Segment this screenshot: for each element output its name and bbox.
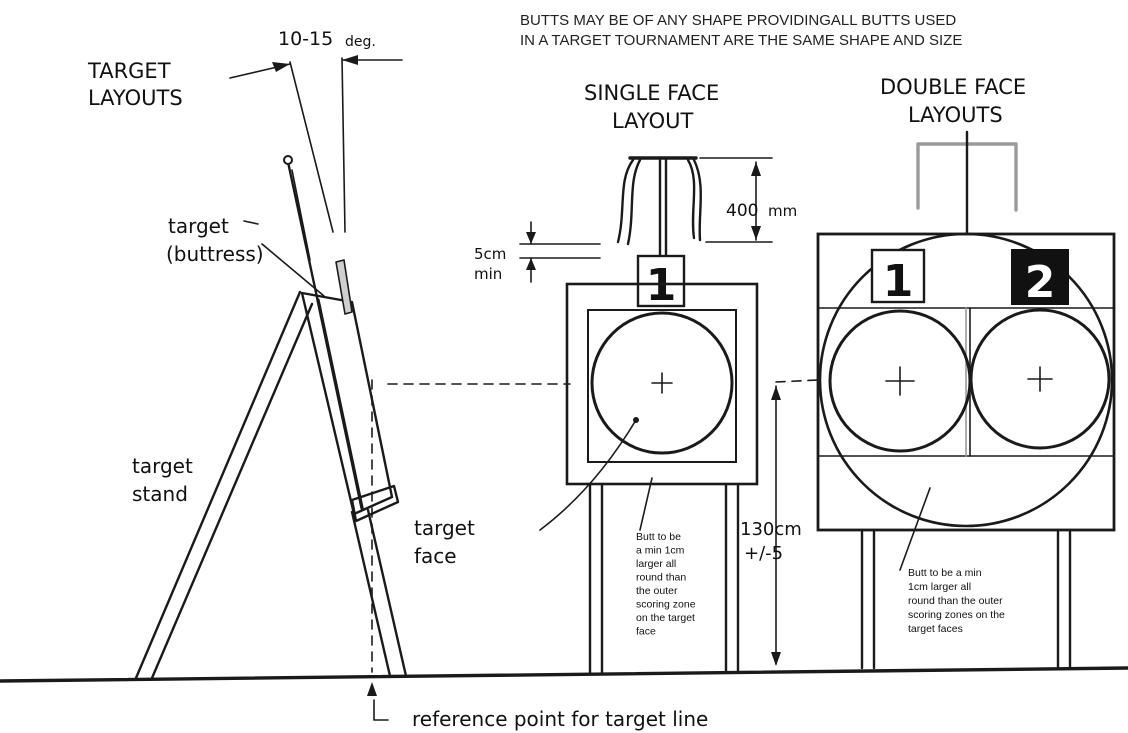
buttress-label-line2: (buttress)	[166, 242, 264, 266]
dim-400-arrow-down	[751, 226, 761, 240]
double-title-line1: DOUBLE FACE	[880, 75, 1026, 99]
angle-guide-left	[289, 61, 334, 233]
double-number-plate-2	[1011, 249, 1069, 305]
angle-guide-right	[341, 57, 346, 233]
single-note-line: scoring zone	[636, 599, 696, 611]
ground-line	[0, 666, 1128, 683]
double-number-1: 1	[883, 256, 914, 307]
single-note: Butt to be a min 1cm larger all round th…	[636, 531, 698, 638]
double-number-plate-1	[870, 248, 926, 304]
double-note-line: 1cm larger all	[908, 581, 971, 593]
single-number-plate	[636, 254, 686, 308]
reference-label: reference point for target line	[412, 707, 708, 731]
side-title-line1: TARGET	[87, 59, 171, 83]
angle-arrowhead-right	[342, 55, 358, 65]
face-label-line2: face	[414, 544, 457, 568]
stand-rear-leg-inner	[366, 508, 408, 678]
single-butt-inner	[587, 309, 737, 463]
single-note-line: face	[636, 626, 656, 638]
centre-height-dashed-right	[775, 379, 819, 383]
single-note-leader	[639, 477, 653, 531]
pole-knob	[283, 155, 293, 165]
single-face-layout: SINGLE FACE LAYOUT 400 mm 5cm min 1	[414, 81, 797, 675]
stand-label-line2: stand	[132, 482, 188, 506]
single-note-line: on the target	[636, 612, 695, 624]
double-note-line: Butt to be a min	[908, 567, 982, 579]
dim-400-value: 400	[726, 201, 758, 221]
buttress-leader-tick	[243, 220, 259, 225]
header-line1: BUTTS MAY BE OF ANY SHAPE PROVIDINGALL B…	[520, 12, 956, 29]
double-number-2: 2	[1025, 257, 1056, 308]
stand-front-leg-inner	[150, 302, 314, 680]
dim-5cm-arrow-down	[526, 232, 536, 244]
double-face-layout: BUTTS MAY BE OF ANY SHAPE PROVIDINGALL B…	[520, 12, 1116, 670]
face-leader	[539, 419, 637, 531]
face-label-line1: target	[414, 516, 475, 540]
buttress-leader	[261, 243, 325, 297]
side-view: 10-15 deg. TARGET LAYOUTS target (buttre…	[87, 28, 708, 731]
height-arrow-up	[771, 386, 781, 400]
buttress-shelf	[350, 484, 400, 523]
stand-rear-leg-outer	[350, 510, 392, 678]
buttress-block	[300, 291, 394, 516]
single-target-face	[590, 311, 734, 455]
angle-unit: deg.	[345, 34, 376, 50]
reference-hook	[373, 699, 389, 721]
double-note-line: scoring zones on the	[908, 609, 1005, 621]
target-pole	[286, 160, 320, 304]
angle-arrowhead-left	[272, 62, 290, 72]
double-outer-circle	[818, 232, 1114, 528]
height-arrow-down	[771, 652, 781, 666]
dim-5cm-line2: min	[474, 265, 502, 283]
buttress-front-face	[316, 298, 364, 510]
double-note-line: round than the outer	[908, 595, 1003, 607]
reference-arrowhead	[367, 682, 377, 696]
dim-400-arrow-up	[751, 162, 761, 176]
height-label-line2: +/-5	[744, 543, 783, 564]
single-strap-right	[686, 158, 702, 242]
angle-label: 10-15	[278, 28, 333, 50]
single-note-line: round than	[636, 572, 686, 584]
single-butt-outer	[565, 282, 759, 486]
buttress-label-line1: target	[168, 214, 229, 238]
stand-front-leg-outer	[134, 290, 302, 680]
side-title-line2: LAYOUTS	[88, 86, 183, 110]
header-line2: IN A TARGET TOURNAMENT ARE THE SAME SHAP…	[520, 32, 962, 49]
single-note-line: Butt to be	[636, 531, 681, 543]
single-strap-left	[616, 158, 642, 246]
double-note-leader	[899, 487, 931, 571]
pole-secondary	[291, 169, 311, 261]
height-label-line1: 130cm	[740, 519, 802, 540]
single-note-line: the outer	[636, 585, 678, 597]
double-title-line2: LAYOUTS	[908, 103, 1003, 127]
single-number: 1	[646, 260, 677, 311]
single-title-line1: SINGLE FACE	[584, 81, 719, 105]
number-bracket	[335, 259, 353, 315]
single-note-line: larger all	[636, 558, 676, 570]
double-face-right	[969, 308, 1111, 450]
single-note-line: a min 1cm	[636, 545, 685, 557]
double-note-line: target faces	[908, 623, 963, 635]
dim-400-unit: mm	[768, 202, 797, 220]
double-note: Butt to be a min 1cm larger all round th…	[908, 567, 1008, 635]
dim-5cm-line1: 5cm	[474, 245, 506, 263]
single-title-line2: LAYOUT	[612, 109, 693, 133]
height-dimension: 130cm +/-5	[740, 379, 819, 666]
dim-5cm-arrow-up	[526, 258, 536, 270]
stand-label-line1: target	[132, 454, 193, 478]
